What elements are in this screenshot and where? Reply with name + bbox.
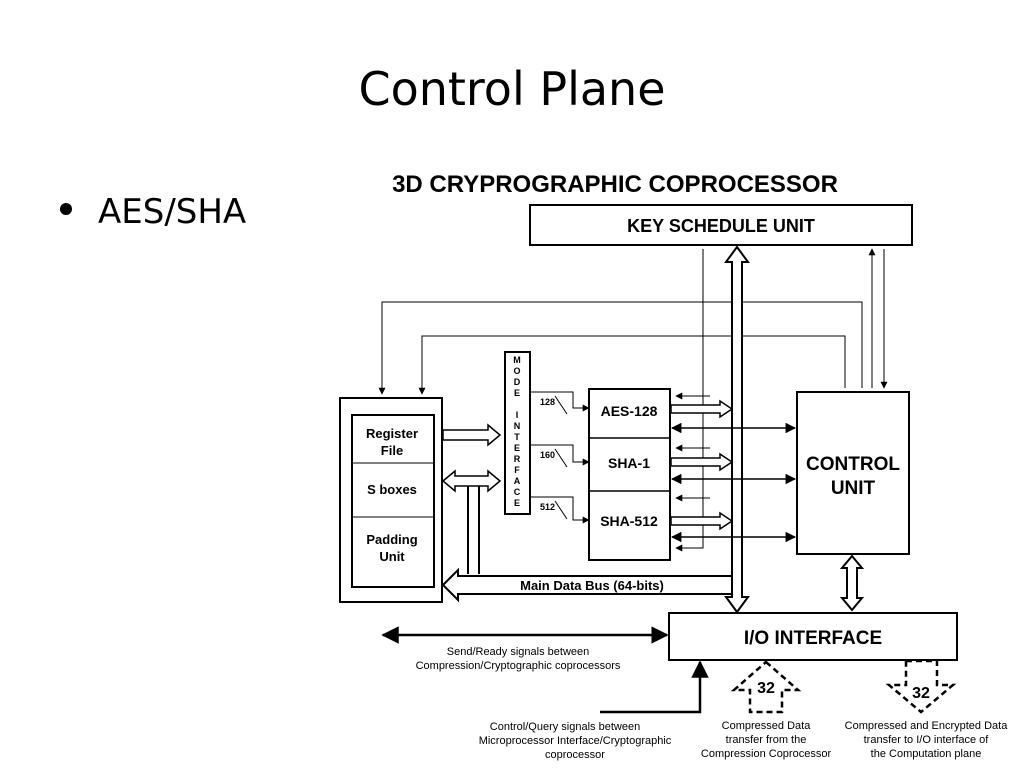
key-schedule-unit-label: KEY SCHEDULE UNIT: [627, 216, 815, 236]
register-file-label-line2: File: [381, 443, 403, 458]
control-query-label-line1: Control/Query signals between: [490, 721, 640, 733]
mode-letter: D: [514, 377, 521, 387]
compressed-in-label-line3: Compression Coprocessor: [701, 748, 832, 760]
diagram-title: 3D CRYPROGRAPHIC COPROCESSOR: [392, 171, 838, 198]
encrypted-out-label-line2: transfer to I/O interface of: [864, 734, 990, 746]
encrypted-out-arrow: [885, 659, 957, 714]
control-query-label-line2: Microprocessor Interface/Cryptographic: [479, 735, 672, 747]
mode-letter: M: [513, 355, 521, 365]
compressed-in-width: 32: [757, 680, 775, 697]
bullet-text: AES/SHA: [98, 192, 247, 232]
register-to-mode-arrow: [442, 423, 502, 447]
mode-letter: N: [514, 421, 521, 431]
control-query-arrow: [600, 660, 709, 714]
send-ready-label-line2: Compression/Cryptographic coprocessors: [416, 660, 621, 672]
mode-letter: F: [514, 465, 520, 475]
mode-letter: A: [514, 476, 521, 486]
bullet-dot: [60, 203, 72, 215]
register-file-label-line1: Register: [366, 426, 418, 441]
main-data-bus-arrow: [441, 567, 733, 603]
s-boxes-label: S boxes: [367, 482, 417, 497]
mode-interface-box: [504, 351, 531, 515]
feedback-lines: [378, 248, 888, 552]
padding-unit-label-line2: Unit: [379, 549, 405, 564]
key-schedule-unit-box: [529, 204, 913, 246]
sha-1-label: SHA-1: [608, 455, 650, 471]
mode-letter: T: [514, 432, 520, 442]
io-interface-label: I/O INTERFACE: [744, 628, 882, 649]
algorithm-output-arrows: [670, 399, 734, 531]
width-connectors: [530, 391, 590, 524]
aes-128-label: AES-128: [601, 403, 658, 419]
mode-letter: E: [514, 498, 520, 508]
control-unit-box: [796, 391, 910, 555]
width-label-512: 512: [540, 502, 555, 512]
mode-letter: R: [514, 454, 521, 464]
io-interface-box: [668, 612, 958, 661]
mode-letter: C: [514, 487, 521, 497]
mode-letter: I: [516, 410, 519, 420]
compressed-in-arrow: [730, 660, 802, 714]
sha-512-label: SHA-512: [600, 513, 658, 529]
slide-title: Control Plane: [358, 62, 666, 116]
encrypted-out-label-line3: the Computation plane: [871, 748, 982, 760]
main-data-bus-label: Main Data Bus (64-bits): [520, 578, 664, 593]
send-ready-label-line1: Send/Ready signals between: [447, 646, 589, 658]
width-label-128: 128: [540, 397, 555, 407]
padding-unit-label-line1: Padding: [366, 532, 417, 547]
encrypted-out-width: 32: [912, 685, 930, 702]
encrypted-out-label-line1: Compressed and Encrypted Data: [845, 720, 1009, 732]
compressed-in-label-line1: Compressed Data: [722, 720, 812, 732]
mode-letter: E: [514, 443, 520, 453]
register-block-inner: [351, 414, 435, 588]
sbox-mode-double-arrow: [441, 469, 502, 493]
width-label-160: 160: [540, 450, 555, 460]
mode-interface-label: M O D E I N T E R F A C E: [513, 355, 521, 508]
bus-rails: [467, 486, 480, 574]
control-unit-label-line1: CONTROL: [806, 454, 900, 475]
mode-letter: O: [513, 366, 520, 376]
control-query-label-line3: coprocessor: [545, 749, 605, 761]
algorithm-stack-box: [588, 388, 671, 561]
control-io-arrow: [839, 554, 865, 612]
bullet-item: AES/SHA: [60, 192, 246, 232]
control-links: [670, 422, 797, 543]
compressed-in-label-line2: transfer from the: [726, 734, 807, 746]
mode-letter: E: [514, 388, 520, 398]
control-unit-label-line2: UNIT: [831, 478, 876, 499]
